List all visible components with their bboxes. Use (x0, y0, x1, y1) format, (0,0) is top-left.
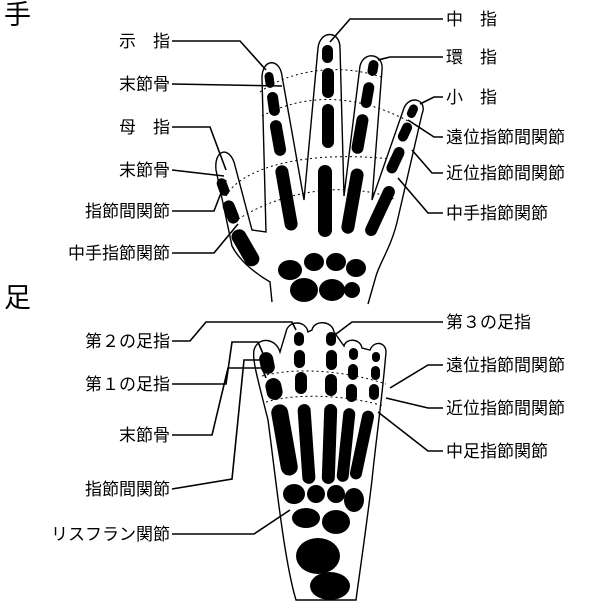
label-second-toe: 第２の足指 (85, 332, 170, 352)
label-middle-finger: 中 指 (446, 10, 497, 30)
label-hand-mcp-joint-right: 中手指節関節 (446, 204, 548, 224)
label-lisfranc-joint: リスフラン関節 (51, 525, 170, 545)
label-hand-distal-phalanx-1: 末節骨 (119, 75, 170, 95)
label-hand-distal-phalanx-2: 末節骨 (119, 161, 170, 181)
label-little-finger: 小 指 (446, 88, 497, 108)
hand-figure (215, 35, 423, 305)
label-foot-distal-ip-joint: 遠位指節間関節 (446, 356, 565, 376)
label-hand-distal-ip-joint: 遠位指節間関節 (446, 128, 565, 148)
label-foot-distal-phalanx: 末節骨 (119, 426, 170, 446)
foot-figure (254, 323, 386, 600)
label-hand-proximal-ip-joint: 近位指節間関節 (446, 164, 565, 184)
label-first-toe: 第１の足指 (85, 375, 170, 395)
hand-title: 手 (4, 0, 31, 31)
label-foot-proximal-ip-joint: 近位指節間関節 (446, 399, 565, 419)
label-index-finger: 示 指 (119, 32, 170, 52)
label-hand-mcp-joint-left: 中手指節関節 (68, 244, 170, 264)
label-third-toe: 第３の足指 (446, 313, 531, 333)
label-hand-interphalangeal-joint: 指節間関節 (85, 202, 170, 222)
label-mtp-joint: 中足指節関節 (446, 442, 548, 462)
label-thumb: 母 指 (119, 118, 170, 138)
label-foot-interphalangeal-joint: 指節間関節 (85, 480, 170, 500)
foot-title: 足 (4, 283, 31, 314)
label-ring-finger: 環 指 (446, 48, 497, 68)
